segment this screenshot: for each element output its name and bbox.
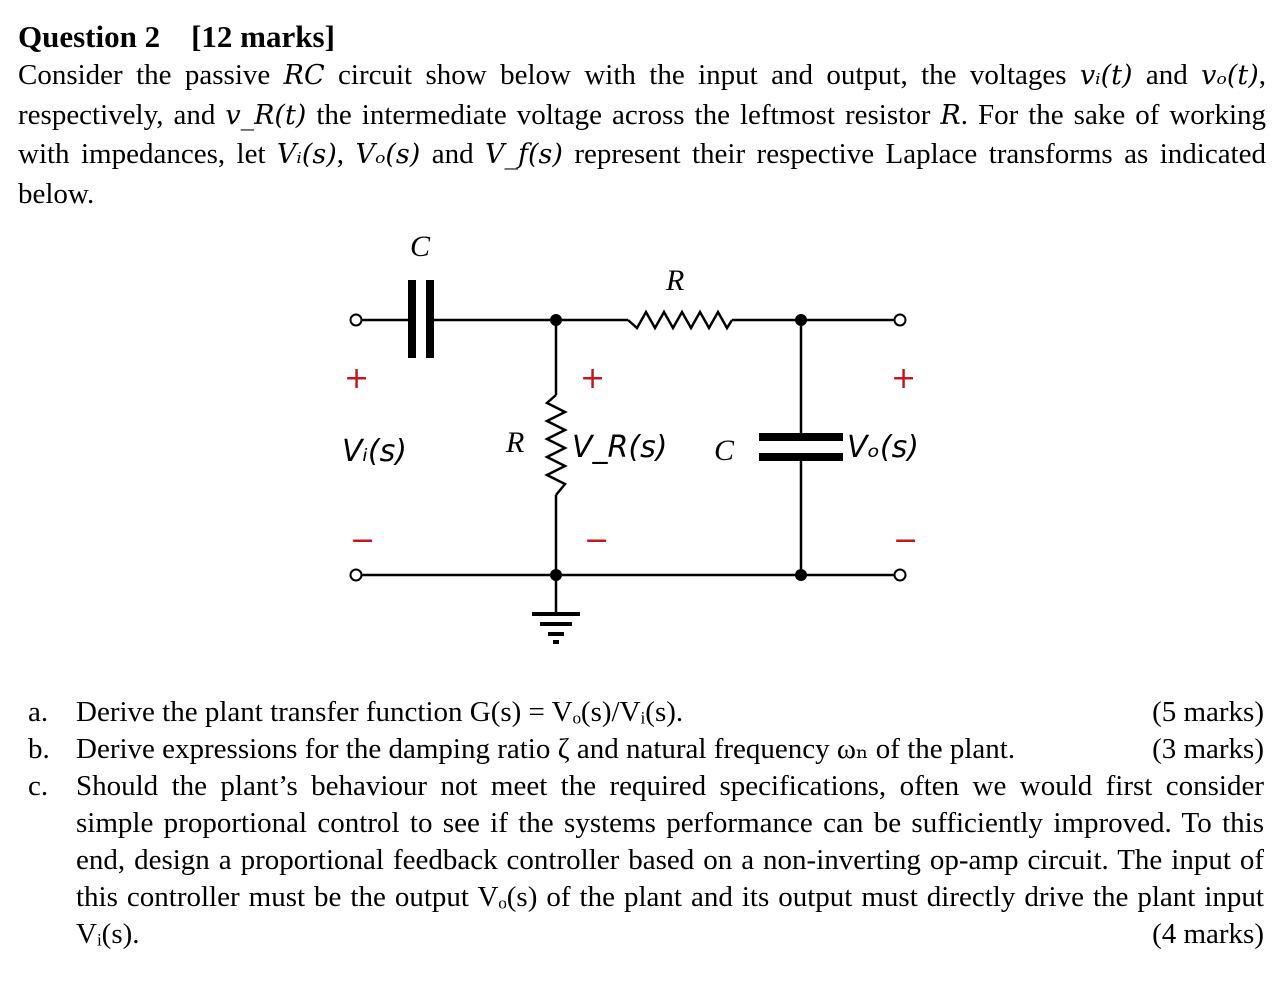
part-label: b. [28, 733, 50, 765]
part-label: a. [28, 696, 49, 728]
junction-dot [795, 314, 807, 326]
junction-dot [550, 314, 562, 326]
part-b: b. (3 marks) Derive expressions for the … [28, 731, 1264, 768]
shunt-capacitor-symbol [759, 433, 843, 461]
intro-math-Vo: Vₒ(s) [355, 139, 421, 170]
part-label: c. [28, 770, 49, 802]
input-terminal-bottom [349, 568, 363, 582]
vr-label: V_R(s) [572, 430, 667, 465]
intro-text-3: and [1132, 59, 1202, 91]
part-text: Derive expressions for the damping ratio… [76, 733, 1016, 765]
junction-dot [795, 569, 807, 581]
intro-text-9: represent their respective Laplace trans… [18, 138, 1266, 210]
circuit-wires [360, 318, 896, 613]
ground-symbol [532, 612, 580, 644]
part-text: Derive the plant transfer function G(s) … [76, 696, 684, 728]
junction-dots [550, 314, 807, 581]
series-resistor-symbol [627, 309, 734, 331]
shunt-resistor-symbol [544, 394, 568, 496]
vi-plus-marker: + [344, 361, 369, 396]
series-capacitor-label: C [410, 230, 431, 263]
vr-plus-marker: + [580, 361, 605, 396]
intro-text-2: circuit show below with the input and ou… [324, 59, 1080, 91]
question-intro: Consider the passive RC circuit show bel… [18, 56, 1266, 213]
intro-text-8: and [420, 138, 485, 170]
terminals [349, 313, 907, 582]
intro-text-1: Consider the passive [18, 59, 284, 91]
vo-plus-marker: + [891, 361, 916, 396]
intro-math-vo: vₒ(t) [1201, 60, 1259, 91]
intro-text-4: , respectively, and [18, 59, 1266, 131]
part-c: c. Should the plant’s behaviour not meet… [28, 768, 1264, 953]
vi-minus-marker: − [350, 523, 375, 558]
shunt-capacitor-label: C [714, 434, 735, 467]
intro-math-rc: RC [283, 60, 325, 91]
shunt-resistor-label: R [505, 426, 524, 459]
junction-dot [550, 569, 562, 581]
question-parts: a. (5 marks) Derive the plant transfer f… [28, 694, 1264, 953]
rc-circuit-diagram: C R R C Vᵢ(s) V_R(s) Vₒ(s) + + + − − − [342, 230, 919, 644]
intro-math-Vf: V_f(s) [484, 139, 563, 170]
part-marks: (5 marks) [1152, 696, 1264, 728]
part-text: Should the plant’s behaviour not meet th… [76, 770, 1264, 950]
series-resistor-label: R [665, 264, 684, 297]
vi-label: Vᵢ(s) [342, 434, 407, 469]
part-a: a. (5 marks) Derive the plant transfer f… [28, 694, 1264, 731]
intro-text-5: the intermediate voltage across the left… [306, 98, 941, 131]
output-terminal-bottom [893, 568, 907, 582]
intro-text-6: . For the sake of working with impedance… [18, 98, 1267, 171]
intro-math-vi: vᵢ(t) [1079, 60, 1133, 91]
vr-minus-marker: − [584, 523, 609, 558]
part-marks: (4 marks) [1152, 918, 1264, 950]
intro-math-vr: v_R(t) [225, 99, 307, 131]
question-marks: [12 marks] [191, 19, 335, 54]
vo-label: Vₒ(s) [847, 430, 919, 465]
intro-math-Vi: Vᵢ(s) [276, 139, 337, 170]
series-capacitor-symbol [408, 280, 434, 358]
intro-math-r: R [940, 99, 961, 131]
question-heading: Question 2 [12 marks] [18, 18, 335, 56]
intro-text-7: , [336, 138, 356, 170]
vo-minus-marker: − [893, 523, 918, 558]
question-title: Question 2 [18, 19, 161, 54]
part-marks: (3 marks) [1152, 733, 1264, 765]
input-terminal-top [349, 313, 363, 327]
output-terminal-top [893, 313, 907, 327]
